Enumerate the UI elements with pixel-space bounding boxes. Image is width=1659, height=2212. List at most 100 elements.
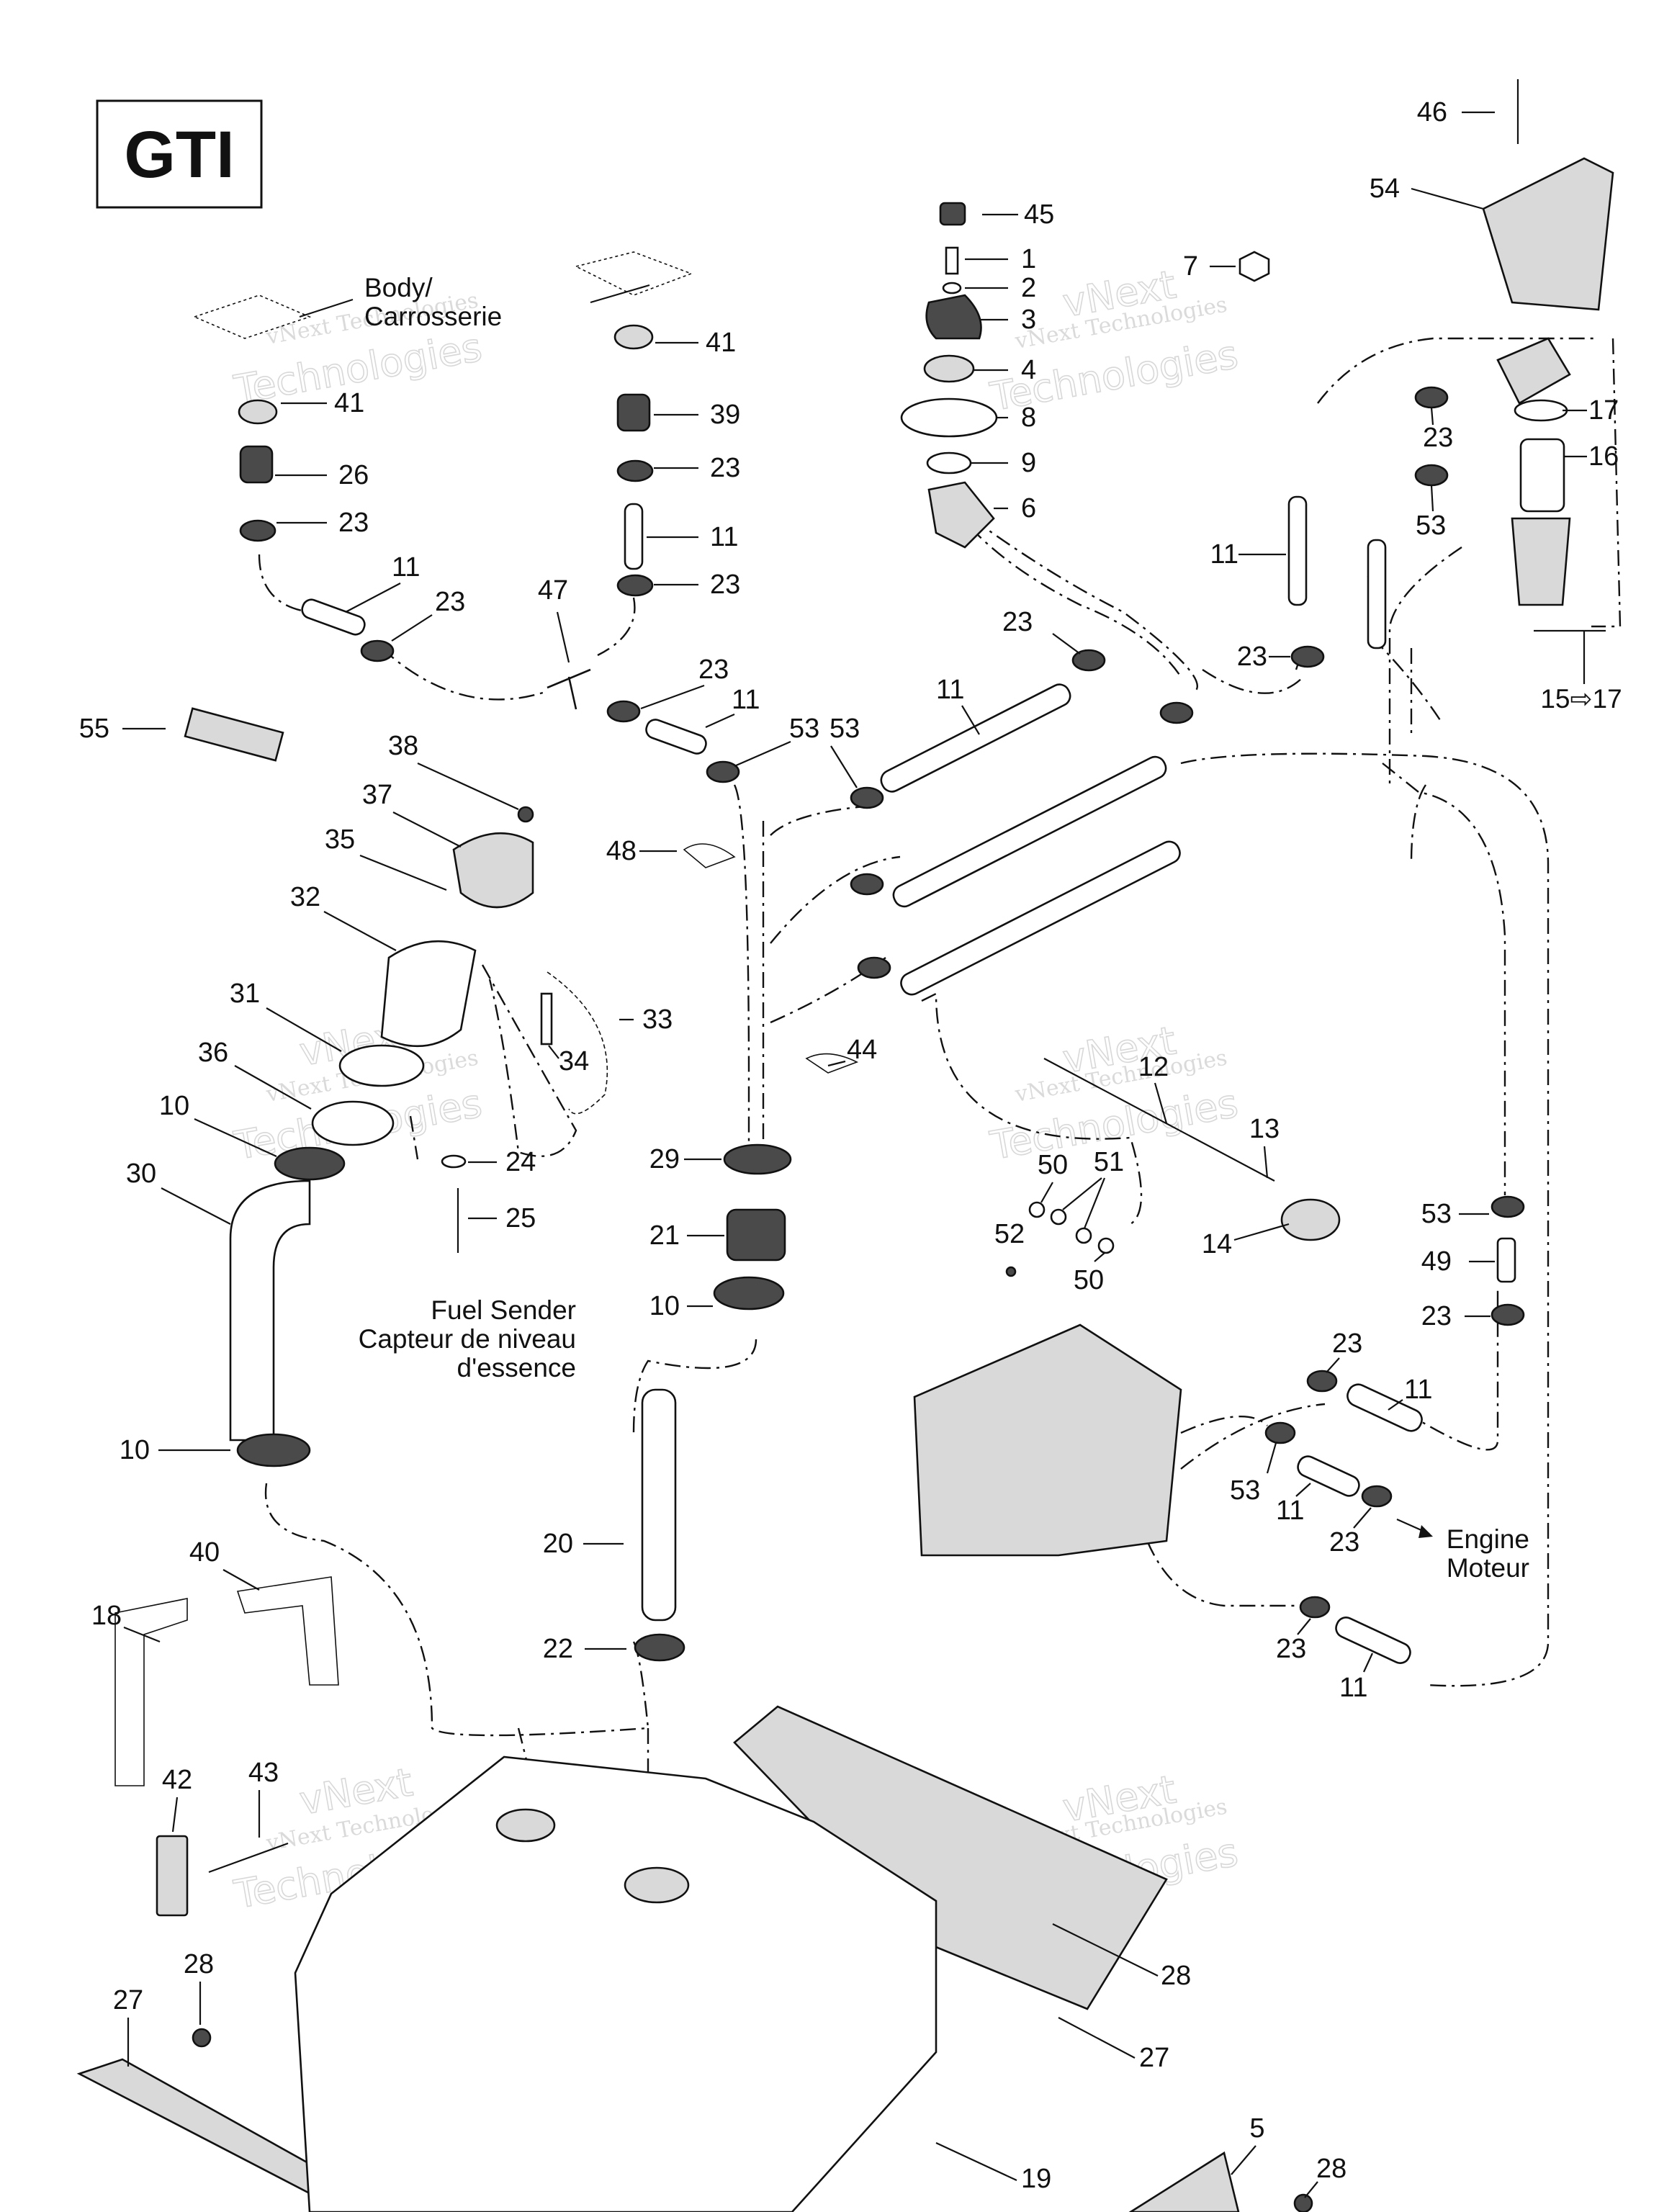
part-number-label: 53 [830,714,860,744]
part-number-label: 29 [649,1144,680,1174]
body-label: Body/ [364,273,433,302]
part-number-label: 6 [1021,493,1036,523]
part-number-label: 54 [1370,174,1400,204]
part-number-label: 41 [334,388,364,418]
clamp-part [1071,649,1106,672]
ball-part [517,806,534,823]
notes: Body/ Carrosserie Fuel Sender Capteur de… [359,273,1622,1583]
part-number-label: 35 [325,824,355,855]
part-number-label: 21 [649,1220,680,1251]
part-number-label: 22 [543,1634,573,1664]
hose-part [1367,539,1387,649]
part-number-label: 40 [189,1537,220,1568]
grommet-part [634,1633,685,1662]
filler-cap-part [452,832,534,909]
clamp-part [1306,1370,1338,1393]
fuel-sender-part [641,1388,677,1622]
part-number-label: 46 [1417,97,1447,127]
clamp-part [850,873,884,896]
screw-part [192,2028,212,2048]
part-number-label: 44 [847,1035,877,1065]
clamp-part [850,786,884,809]
hose-part [624,503,644,570]
part-number-label: 49 [1421,1246,1452,1277]
fuel-tank-part [294,1755,938,2212]
nut-part [1097,1237,1115,1254]
hose-part [301,598,366,636]
clamp-part [713,1276,785,1310]
part-number-label: 53 [789,714,819,744]
clamp-part [606,700,641,723]
hose-part [892,755,1167,908]
part-number-label: 23 [698,655,729,685]
part-number-label: 10 [649,1291,680,1321]
part-number-label: 23 [1329,1527,1359,1557]
clamp-part [1491,1303,1525,1326]
strap-part [236,1576,339,1686]
washer-part [1050,1208,1067,1226]
part-number-label: 27 [1139,2043,1169,2073]
plate-part [900,397,998,438]
strap-part [114,1598,188,1786]
part-number-label: 14 [1202,1229,1232,1259]
part-number-label: 23 [435,587,465,617]
body-label: Carrosserie [364,302,502,331]
part-number-label: 38 [388,731,418,761]
part-number-label: 23 [1276,1634,1306,1664]
clamp-part [616,459,654,482]
filler-neck-part [380,940,477,1048]
part-number-label: 28 [184,1949,214,1979]
part-number-label: 5 [1249,2113,1264,2144]
nut-part [311,1100,395,1146]
hose-part [1335,1617,1411,1664]
part-number-label: 42 [162,1765,192,1795]
clamp-part [1264,1421,1296,1444]
o-ring-part [1514,399,1568,422]
part-number-label: 25 [505,1203,536,1233]
watermarks: vNext Technologies Technologies vNext vN… [230,261,1242,1918]
hose-part [1287,495,1308,606]
part-number-label: 19 [1021,2164,1051,2194]
part-number-label: 17 [1588,395,1619,426]
clamp-part [706,760,740,783]
part-number-label: 27 [113,1985,143,2015]
model-badge: GTI [96,99,263,209]
bracket-part [156,1835,189,1917]
clamp-part [239,519,276,542]
part-number-label: 11 [1404,1375,1432,1405]
o-ring-part [926,451,972,475]
part-number-label: 11 [732,685,760,715]
part-number-label: 12 [1138,1052,1169,1082]
engine-arrow-head [1419,1525,1433,1538]
part-number-label: 3 [1021,305,1036,335]
hose-part [880,683,1071,793]
part-number-label: 23 [1002,607,1033,637]
tank-opening-part [624,1866,690,1904]
part-number-label: 36 [198,1038,228,1068]
part-number-label: 23 [1423,423,1453,453]
engine-label: Moteur [1447,1553,1529,1583]
tie-strap-part [683,843,736,868]
callouts: 46 54 45 1 2 3 4 8 9 6 7 17 16 23 53 11 … [79,97,1619,2198]
clamp-part [1159,701,1194,724]
part-number-label: 30 [126,1159,156,1189]
part-number-label: 28 [1316,2154,1346,2184]
washer-part [441,1154,467,1169]
part-number-label: 37 [362,780,392,810]
part-number-label: 24 [505,1147,536,1177]
model-badge-text: GTI [124,118,234,192]
part-number-label: 23 [1332,1328,1362,1359]
clamp-part [1491,1195,1525,1218]
clip-part [184,707,284,762]
nut-part [923,354,975,383]
plug-part [939,202,966,226]
part-number-label: 23 [1421,1301,1452,1331]
carburetor-part [913,1323,1182,1557]
screw-part [540,992,553,1046]
clamp-part [274,1146,346,1181]
part-number-label: 31 [230,979,260,1009]
part-number-label: 7 [1183,251,1198,282]
clamp-part [1299,1596,1331,1619]
part-number-label: 13 [1249,1114,1280,1144]
part-number-label: 20 [543,1529,573,1559]
